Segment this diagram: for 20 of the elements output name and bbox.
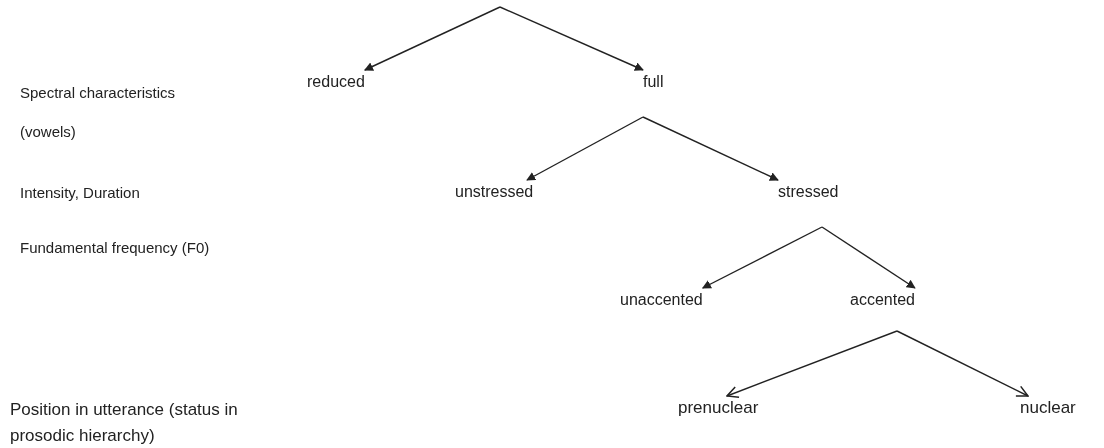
- arrow: [726, 330, 898, 398]
- level-label: Intensity, Duration: [20, 184, 141, 202]
- level-label: Spectral characteristics (vowels): [20, 83, 177, 142]
- node-label: reduced: [307, 73, 365, 91]
- arrow: [499, 6, 644, 71]
- arrow: [896, 330, 1029, 397]
- arrow: [701, 226, 823, 289]
- node-label: nuclear: [1020, 399, 1076, 417]
- node-label: prenuclear: [678, 399, 759, 417]
- arrow: [364, 6, 501, 71]
- node-label: stressed: [778, 183, 839, 201]
- level-label: Fundamental frequency (F0): [20, 239, 211, 257]
- arrow: [526, 116, 644, 181]
- node-label: unaccented: [620, 291, 703, 309]
- arrow: [642, 116, 779, 181]
- node-label: unstressed: [455, 183, 534, 201]
- arrow: [821, 226, 916, 289]
- level-label: Position in utterance (status in prosodic hierarchy): [10, 399, 239, 447]
- node-label: accented: [850, 291, 915, 309]
- node-label: full: [643, 73, 664, 91]
